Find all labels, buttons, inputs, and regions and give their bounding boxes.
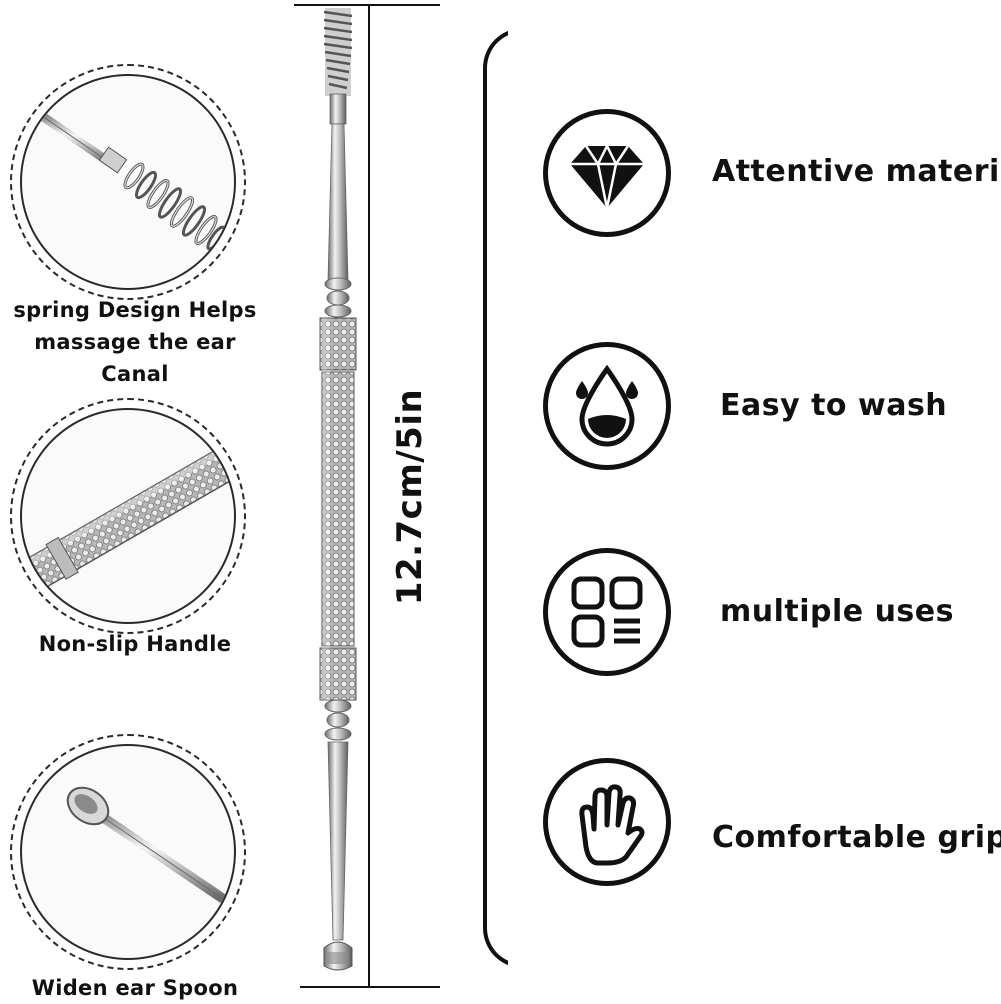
dimension-line (368, 4, 370, 988)
feature-wash-circle (543, 342, 671, 470)
dimension-bottom-cap (300, 986, 440, 988)
feature-material-label: Attentive material (712, 154, 1001, 189)
feature-wash-label: Easy to wash (720, 388, 948, 423)
ear-pick-tool (319, 8, 357, 971)
spring-caption-line1: spring Design Helps (13, 298, 257, 322)
handle-detail-image (20, 408, 236, 624)
spring-caption: spring Design Helps massage the ear Cana… (0, 294, 270, 390)
spoon-detail-circle (10, 734, 246, 970)
grid-icon (571, 576, 643, 648)
spring-detail-circle (10, 64, 246, 300)
spoon-caption: Widen ear Spoon (0, 972, 270, 1004)
diamond-icon (570, 143, 644, 209)
handle-caption-line1: Non-slip Handle (38, 632, 232, 656)
feature-material-circle (543, 109, 671, 237)
spoon-detail-image (20, 744, 236, 960)
spring-caption-line2: massage the ear Canal (34, 330, 236, 386)
feature-uses-circle (543, 548, 671, 676)
handle-detail-circle (10, 398, 246, 634)
feature-grip-label: Comfortable grip (712, 820, 1001, 855)
spoon-caption-line1: Widen ear Spoon (31, 976, 239, 1000)
dimension-label-text: 12.7cm/5in (390, 388, 430, 606)
dimension-top-cap (294, 4, 440, 6)
water-drop-icon (576, 364, 638, 447)
feature-grip-circle (543, 758, 671, 886)
handle-caption: Non-slip Handle (0, 628, 270, 660)
bracket-mask (508, 20, 538, 980)
spring-detail-image (20, 74, 236, 290)
hand-icon (579, 784, 645, 866)
feature-uses-label: multiple uses (720, 594, 954, 629)
spring-head (323, 8, 353, 125)
